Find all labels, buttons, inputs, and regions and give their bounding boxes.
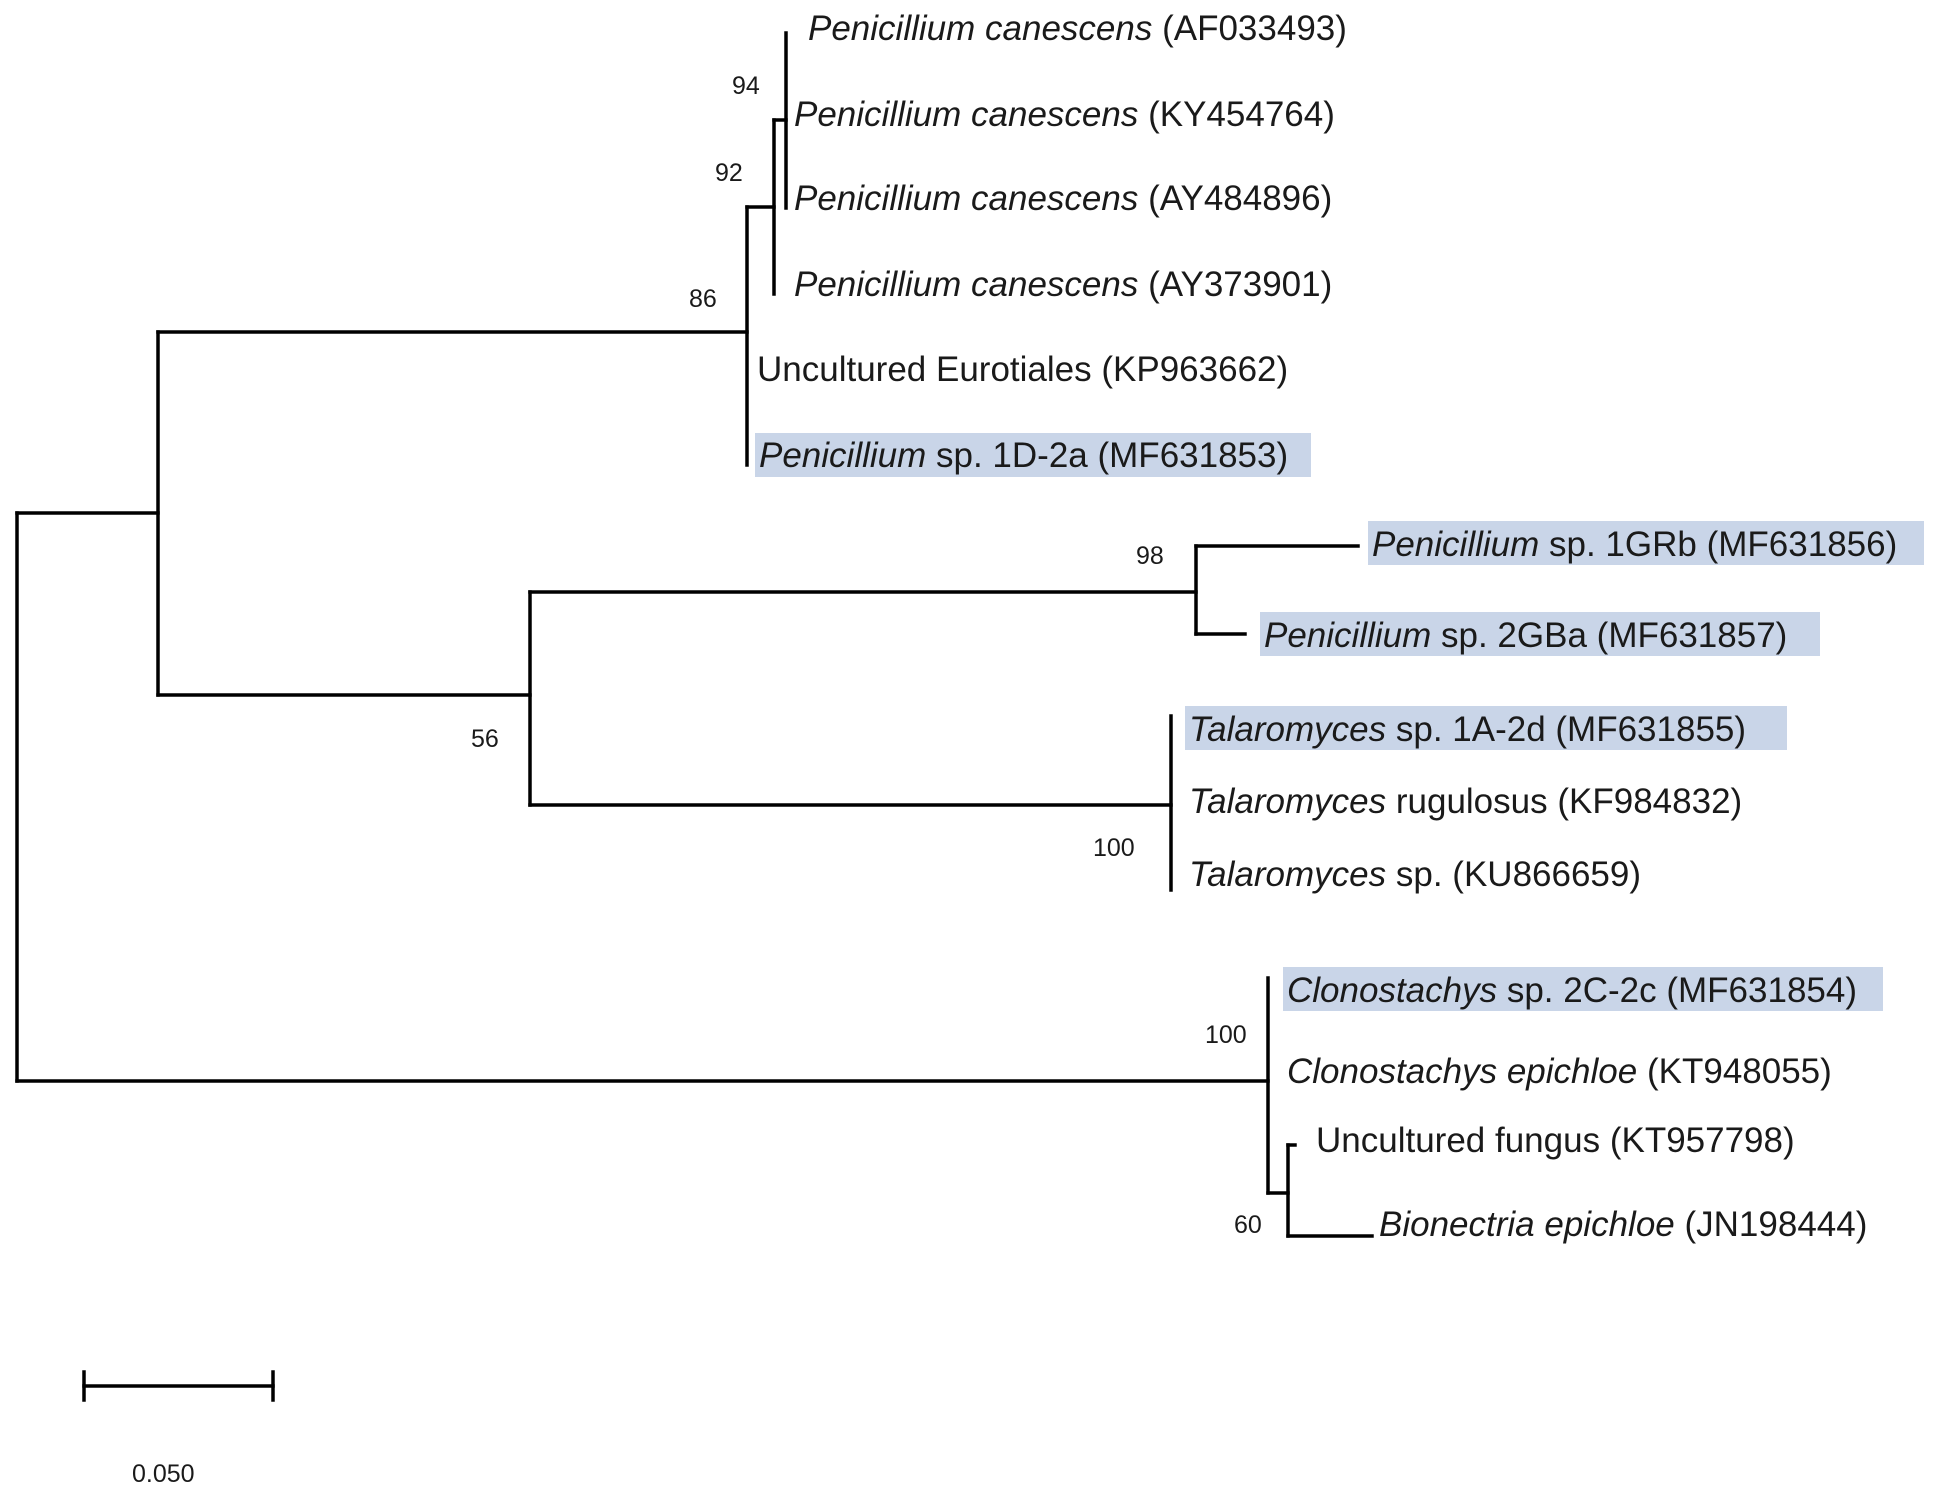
leaf-label-l12: Clonostachys sp. 2C-2c (MF631854)	[1287, 971, 1857, 1010]
bootstrap-value: 60	[1234, 1211, 1262, 1239]
tree-branches	[15, 31, 1374, 1238]
highlight-box-l6	[755, 433, 1311, 477]
leaf-species: sp.	[1396, 855, 1443, 894]
leaf-species: Uncultured fungus	[1316, 1121, 1600, 1160]
leaf-genus: Bionectria	[1379, 1205, 1535, 1244]
leaf-genus: Talaromyces	[1189, 855, 1386, 894]
leaf-accession: (KF984832)	[1557, 782, 1742, 821]
leaf-label-l8: Penicillium sp. 2GBa (MF631857)	[1264, 616, 1787, 655]
leaf-species: epichloe	[1544, 1205, 1674, 1244]
bootstrap-value: 98	[1136, 542, 1164, 570]
leaf-genus: Penicillium	[759, 436, 926, 475]
leaf-accession: (KT957798)	[1610, 1121, 1795, 1160]
scale-bar-label: 0.050	[132, 1460, 195, 1488]
leaf-genus: Talaromyces	[1189, 782, 1386, 821]
leaf-label-l1: Penicillium canescens (AF033493)	[808, 9, 1347, 48]
leaf-genus: Clonostachys	[1287, 971, 1497, 1010]
highlight-boxes	[755, 433, 1924, 1011]
leaf-label-l15: Bionectria epichloe (JN198444)	[1379, 1205, 1867, 1244]
leaf-accession: (KP963662)	[1101, 350, 1288, 389]
leaf-species: canescens	[985, 9, 1152, 48]
leaf-accession: (KY454764)	[1148, 95, 1335, 134]
leaf-species: sp. 2GBa	[1441, 616, 1587, 655]
leaf-label-l9: Talaromyces sp. 1A-2d (MF631855)	[1189, 710, 1746, 749]
highlight-box-l12	[1283, 967, 1883, 1011]
leaf-species: sp. 1GRb	[1549, 525, 1697, 564]
leaf-species: sp. 1A-2d	[1396, 710, 1546, 749]
leaf-accession: (KU866659)	[1452, 855, 1641, 894]
leaf-species: canescens	[971, 95, 1138, 134]
leaf-genus: Talaromyces	[1189, 710, 1386, 749]
bootstrap-value: 94	[732, 72, 760, 100]
leaf-label-l2: Penicillium canescens (KY454764)	[794, 95, 1335, 134]
leaf-accession: (JN198444)	[1685, 1205, 1868, 1244]
leaf-genus: Penicillium	[1372, 525, 1539, 564]
leaf-accession: (MF631853)	[1098, 436, 1289, 475]
leaf-label-l6: Penicillium sp. 1D-2a (MF631853)	[759, 436, 1288, 475]
leaf-genus: Penicillium	[1264, 616, 1431, 655]
bootstrap-value: 86	[689, 285, 717, 313]
leaf-accession: (MF631857)	[1597, 616, 1788, 655]
highlight-box-l7	[1368, 521, 1924, 565]
leaf-genus: Penicillium	[794, 95, 961, 134]
leaf-accession: (MF631856)	[1707, 525, 1898, 564]
leaf-genus: Penicillium	[794, 265, 961, 304]
leaf-species: sp. 2C-2c	[1507, 971, 1657, 1010]
leaf-label-l7: Penicillium sp. 1GRb (MF631856)	[1372, 525, 1897, 564]
leaf-labels: Penicillium canescens (AF033493) Penicil…	[757, 9, 1897, 1244]
bootstrap-value: 100	[1205, 1021, 1247, 1049]
bootstrap-values: 94 92 86 98 56 100 100 60	[471, 72, 1262, 1239]
leaf-accession: (MF631854)	[1666, 971, 1857, 1010]
leaf-genus: Penicillium	[808, 9, 975, 48]
leaf-genus: Clonostachys	[1287, 1052, 1497, 1091]
leaf-label-l3: Penicillium canescens (AY484896)	[794, 179, 1332, 218]
leaf-species: Uncultured Eurotiales	[757, 350, 1092, 389]
leaf-species: canescens	[971, 265, 1138, 304]
leaf-species: canescens	[971, 179, 1138, 218]
scale-bar: 0.050	[82, 1370, 275, 1488]
highlight-box-l9	[1185, 706, 1787, 750]
leaf-species: sp. 1D-2a	[936, 436, 1088, 475]
leaf-label-l14: Uncultured fungus (KT957798)	[1316, 1121, 1795, 1160]
leaf-genus: Penicillium	[794, 179, 961, 218]
bootstrap-value: 100	[1093, 834, 1135, 862]
bootstrap-value: 92	[715, 159, 743, 187]
leaf-accession: (KT948055)	[1647, 1052, 1832, 1091]
highlight-box-l8	[1260, 612, 1820, 656]
leaf-label-l4: Penicillium canescens (AY373901)	[794, 265, 1332, 304]
leaf-species: epichloe	[1507, 1052, 1637, 1091]
leaf-accession: (AY373901)	[1148, 265, 1332, 304]
leaf-label-l13: Clonostachys epichloe (KT948055)	[1287, 1052, 1832, 1091]
bootstrap-value: 56	[471, 725, 499, 753]
leaf-label-l11: Talaromyces sp. (KU866659)	[1189, 855, 1641, 894]
leaf-label-l5: Uncultured Eurotiales (KP963662)	[757, 350, 1288, 389]
leaf-accession: (AY484896)	[1148, 179, 1332, 218]
leaf-accession: (MF631855)	[1555, 710, 1746, 749]
leaf-accession: (AF033493)	[1162, 9, 1347, 48]
leaf-species: rugulosus	[1396, 782, 1548, 821]
leaf-label-l10: Talaromyces rugulosus (KF984832)	[1189, 782, 1742, 821]
